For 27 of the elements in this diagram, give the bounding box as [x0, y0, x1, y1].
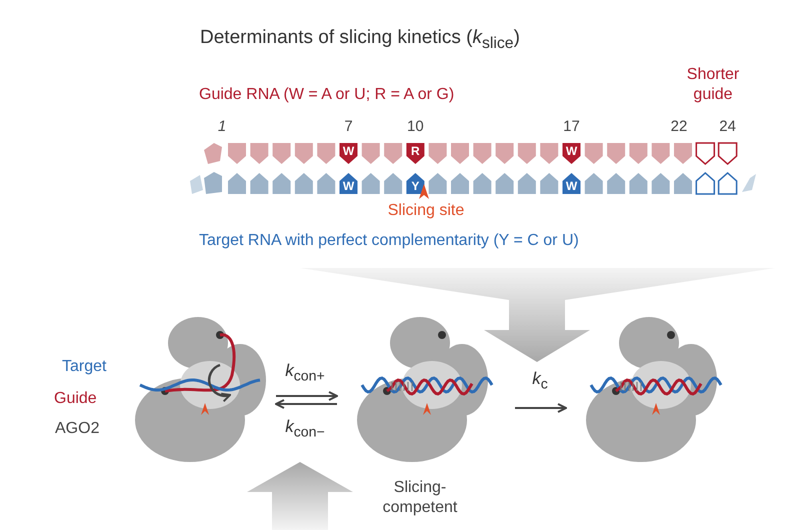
- nucleotide-letter: Y: [411, 180, 420, 194]
- nucleotide-letter: R: [411, 145, 420, 158]
- nucleotide-letter: W: [566, 180, 578, 194]
- reaction-arrow: [275, 399, 337, 409]
- position-number: 10: [407, 119, 424, 136]
- target-rna-label: Target RNA with perfect complementarity (Y = C or U): [199, 232, 579, 250]
- position-number: 22: [670, 119, 688, 136]
- slicing-site-label: Slicing site: [388, 202, 464, 220]
- position-number: 24: [719, 119, 736, 136]
- state-label: Slicing- competent: [382, 478, 458, 518]
- ago2-label: AGO2: [55, 420, 100, 438]
- nucleotide-letter: W: [342, 180, 354, 194]
- rate-constant-label: k$_{con+}$: [285, 362, 325, 385]
- target-label: Target: [62, 358, 106, 376]
- reaction-arrow: [515, 403, 567, 413]
- position-number: 7: [344, 119, 353, 136]
- diagram-title: Determinants of slicing kinetics (k$_{slice}$): [200, 28, 520, 52]
- reaction-arrow: [276, 391, 338, 401]
- position-number: 17: [563, 119, 580, 136]
- position-number: 1: [218, 119, 226, 136]
- guide-label: Guide: [54, 390, 97, 408]
- nucleotide-letter: W: [566, 145, 578, 158]
- nucleotide-letter: W: [342, 145, 354, 158]
- guide-rna-label: Guide RNA (W = A or U; R = A or G): [199, 86, 454, 104]
- rate-constant-label: k$_{c}$: [532, 370, 548, 393]
- shorter-guide-label: Shorter guide: [686, 65, 740, 105]
- rate-constant-label: k$_{con−}$: [285, 418, 325, 441]
